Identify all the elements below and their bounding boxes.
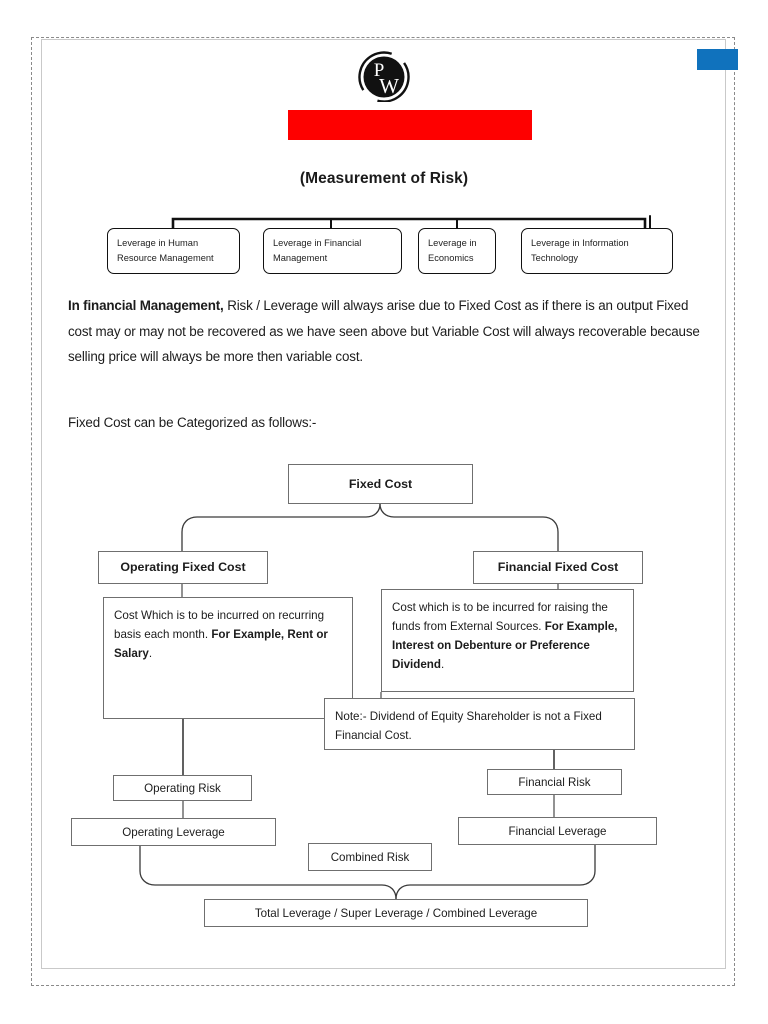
box-financial-fixed-cost-description: Cost which is to be incurred for raising… [381, 589, 634, 692]
box-financial-fixed-cost: Financial Fixed Cost [473, 551, 643, 584]
box-financial-risk: Financial Risk [487, 769, 622, 795]
blue-highlight-chip [697, 49, 738, 70]
page-title: (Measurement of Risk) [299, 170, 469, 187]
leverage-box-line1: Leverage in [428, 238, 477, 248]
leverage-box-information-technology: Leverage in Information Technology [521, 228, 673, 274]
leverage-box-human-resource: Leverage in Human Resource Management [107, 228, 240, 274]
paragraph-main: In financial Management, Risk / Leverage… [68, 293, 708, 370]
box-combined-risk: Combined Risk [308, 843, 432, 871]
box-operating-risk: Operating Risk [113, 775, 252, 801]
box-financial-leverage: Financial Leverage [458, 817, 657, 845]
leverage-box-line2: Technology [531, 253, 579, 263]
box-total-leverage: Total Leverage / Super Leverage / Combin… [204, 899, 588, 927]
operating-desc-plain-2: . [148, 647, 153, 660]
financial-desc-bold: For Example, Interest on Debenture or Pr… [392, 620, 618, 671]
red-banner [288, 110, 532, 140]
paragraph-main-rest: Risk / Leverage will always arise due to… [68, 298, 700, 364]
leverage-box-line2: Resource Management [117, 253, 214, 263]
pw-logo: P W [353, 50, 415, 103]
logo-letter-w: W [379, 74, 399, 98]
box-note: Note:- Dividend of Equity Shareholder is… [324, 698, 635, 750]
leverage-box-economics: Leverage in Economics [418, 228, 496, 274]
leverage-box-line2: Economics [428, 253, 474, 263]
box-operating-leverage: Operating Leverage [71, 818, 276, 846]
box-fixed-cost: Fixed Cost [288, 464, 473, 504]
box-operating-fixed-cost: Operating Fixed Cost [98, 551, 268, 584]
box-operating-fixed-cost-description: Cost Which is to be incurred on recurrin… [103, 597, 353, 719]
paragraph-main-lead: In financial Management, [68, 298, 224, 313]
financial-desc-plain-1: Cost which is to be incurred for raising… [392, 601, 608, 633]
logo-letter-p: P [374, 60, 385, 81]
paragraph-fixed-cost-intro: Fixed Cost can be Categorized as follows… [68, 415, 317, 430]
operating-desc-plain-1: Cost Which is to be incurred on recurrin… [114, 609, 325, 641]
leverage-box-line1: Leverage in Financial [273, 238, 362, 248]
leverage-box-line1: Leverage in Human [117, 238, 199, 248]
financial-desc-plain-2: . [440, 658, 445, 671]
leverage-box-line1: Leverage in Information [531, 238, 629, 248]
leverage-box-financial-management: Leverage in Financial Management [263, 228, 402, 274]
operating-desc-bold: For Example, Rent or Salary [114, 628, 328, 660]
leverage-box-line2: Management [273, 253, 328, 263]
